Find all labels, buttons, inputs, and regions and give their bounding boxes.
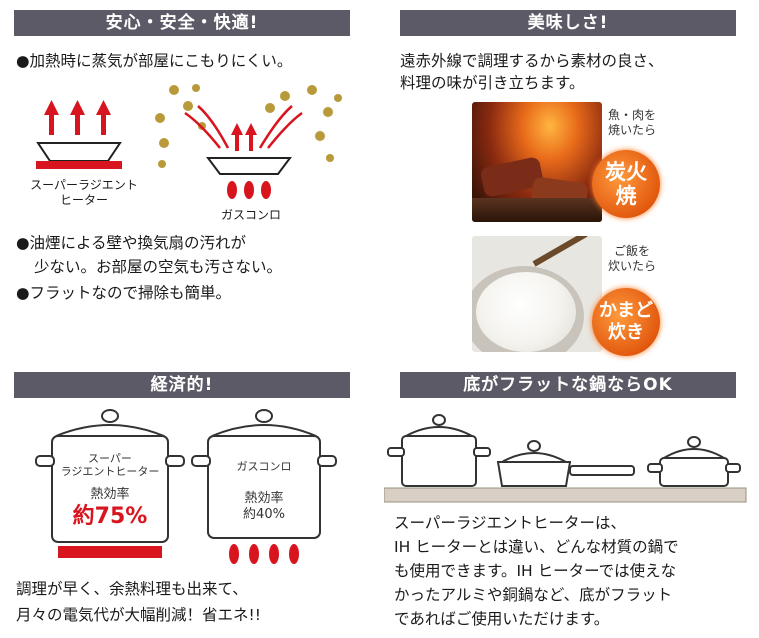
up-arrows-icon	[44, 100, 111, 135]
safety-bullet-steam: ●加熱時に蒸気が部屋にこもりにくい。	[16, 52, 293, 70]
taste-desc-line1: 遠赤外線で調理するから素材の良さ、	[400, 52, 664, 70]
flat-desc-line1: スーパーラジエントヒーターは、	[394, 514, 627, 532]
safety-bullet-clean: ●フラットなので掃除も簡単。	[16, 284, 232, 302]
meat-caption: 魚・肉を 焼いたら	[607, 108, 656, 137]
gas-stove-illustration	[155, 84, 342, 199]
pot2-label: ガスコンロ	[236, 460, 292, 473]
small-pot-icon	[647, 436, 741, 487]
gas-stove-label: ガスコンロ	[220, 208, 281, 222]
flat-desc-line4: かったアルミや銅鍋など、底がフラット	[394, 586, 673, 604]
stock-pot-icon	[387, 414, 491, 487]
pot2-efficiency-label: 熱効率	[244, 491, 284, 506]
taste-desc-line2: 料理の味が引き立ちます。	[400, 74, 585, 92]
safety-bullet-oil: ●油煙による壁や換気扇の汚れが	[16, 234, 247, 252]
pot1-efficiency-value: 約75%	[72, 504, 148, 529]
kamado-rice-badge: かまど 炊き	[592, 288, 660, 356]
pot-body-icon	[51, 435, 169, 543]
economy-desc-line2: 月々の電気代が大幅削減！省エネ!!	[16, 606, 261, 624]
pot1-efficiency-label: 熱効率	[90, 487, 130, 502]
cooked-rice-photo	[472, 236, 602, 352]
pan-icon	[206, 157, 292, 175]
economy-desc-line1: 調理が早く、余熱料理も出来て、	[16, 580, 248, 598]
economy-header: 経済的!	[14, 372, 350, 398]
radiant-heater-illustration	[36, 100, 122, 169]
gas-flame-icon	[227, 181, 271, 199]
charcoal-grill-badge: 炭火 焼	[592, 150, 660, 218]
heater-plate-icon	[36, 161, 122, 169]
flat-desc-line2: IH ヒーターとは違い、どんな材質の鍋で	[394, 538, 679, 556]
radiant-pot-illustration	[35, 409, 185, 558]
pot1-label: スーパー ラジエントヒーター	[60, 452, 160, 478]
radiant-heater-label: スーパーラジエント ヒーター	[30, 178, 138, 207]
flat-desc-line5: であればご使用いただけます。	[394, 610, 610, 628]
safety-bullet-oil-cont: 少ない。お部屋の空気も汚さない。	[34, 258, 283, 276]
gas-pot-illustration	[191, 409, 337, 564]
grilled-meat-photo	[472, 102, 602, 222]
pan-icon	[36, 142, 122, 162]
pot-body-icon	[207, 435, 321, 539]
pot-lid-icon	[211, 424, 317, 437]
lid-knob-icon	[101, 409, 119, 423]
cooktop-surface-icon	[384, 487, 747, 503]
lid-knob-icon	[255, 409, 273, 423]
flat-header: 底がフラットな鍋ならOK	[400, 372, 736, 398]
pot2-efficiency-value: 約40%	[243, 507, 285, 522]
taste-header: 美味しさ!	[400, 10, 736, 36]
smoke-dots-icon	[155, 84, 342, 168]
rice-caption: ご飯を 炊いたら	[607, 244, 656, 273]
safety-header: 安心・安全・快適!	[14, 10, 350, 36]
heater-plate-icon	[58, 546, 162, 558]
flat-pans-illustration	[384, 414, 747, 503]
heat-escape-arrows-icon	[184, 105, 303, 149]
flat-desc-line3: も使用できます。IH ヒーターでは使えな	[394, 562, 677, 580]
pot-lid-icon	[55, 424, 165, 437]
gas-flame-icon	[229, 544, 299, 564]
up-arrows-icon	[231, 123, 257, 151]
frying-pan-icon	[496, 440, 635, 487]
